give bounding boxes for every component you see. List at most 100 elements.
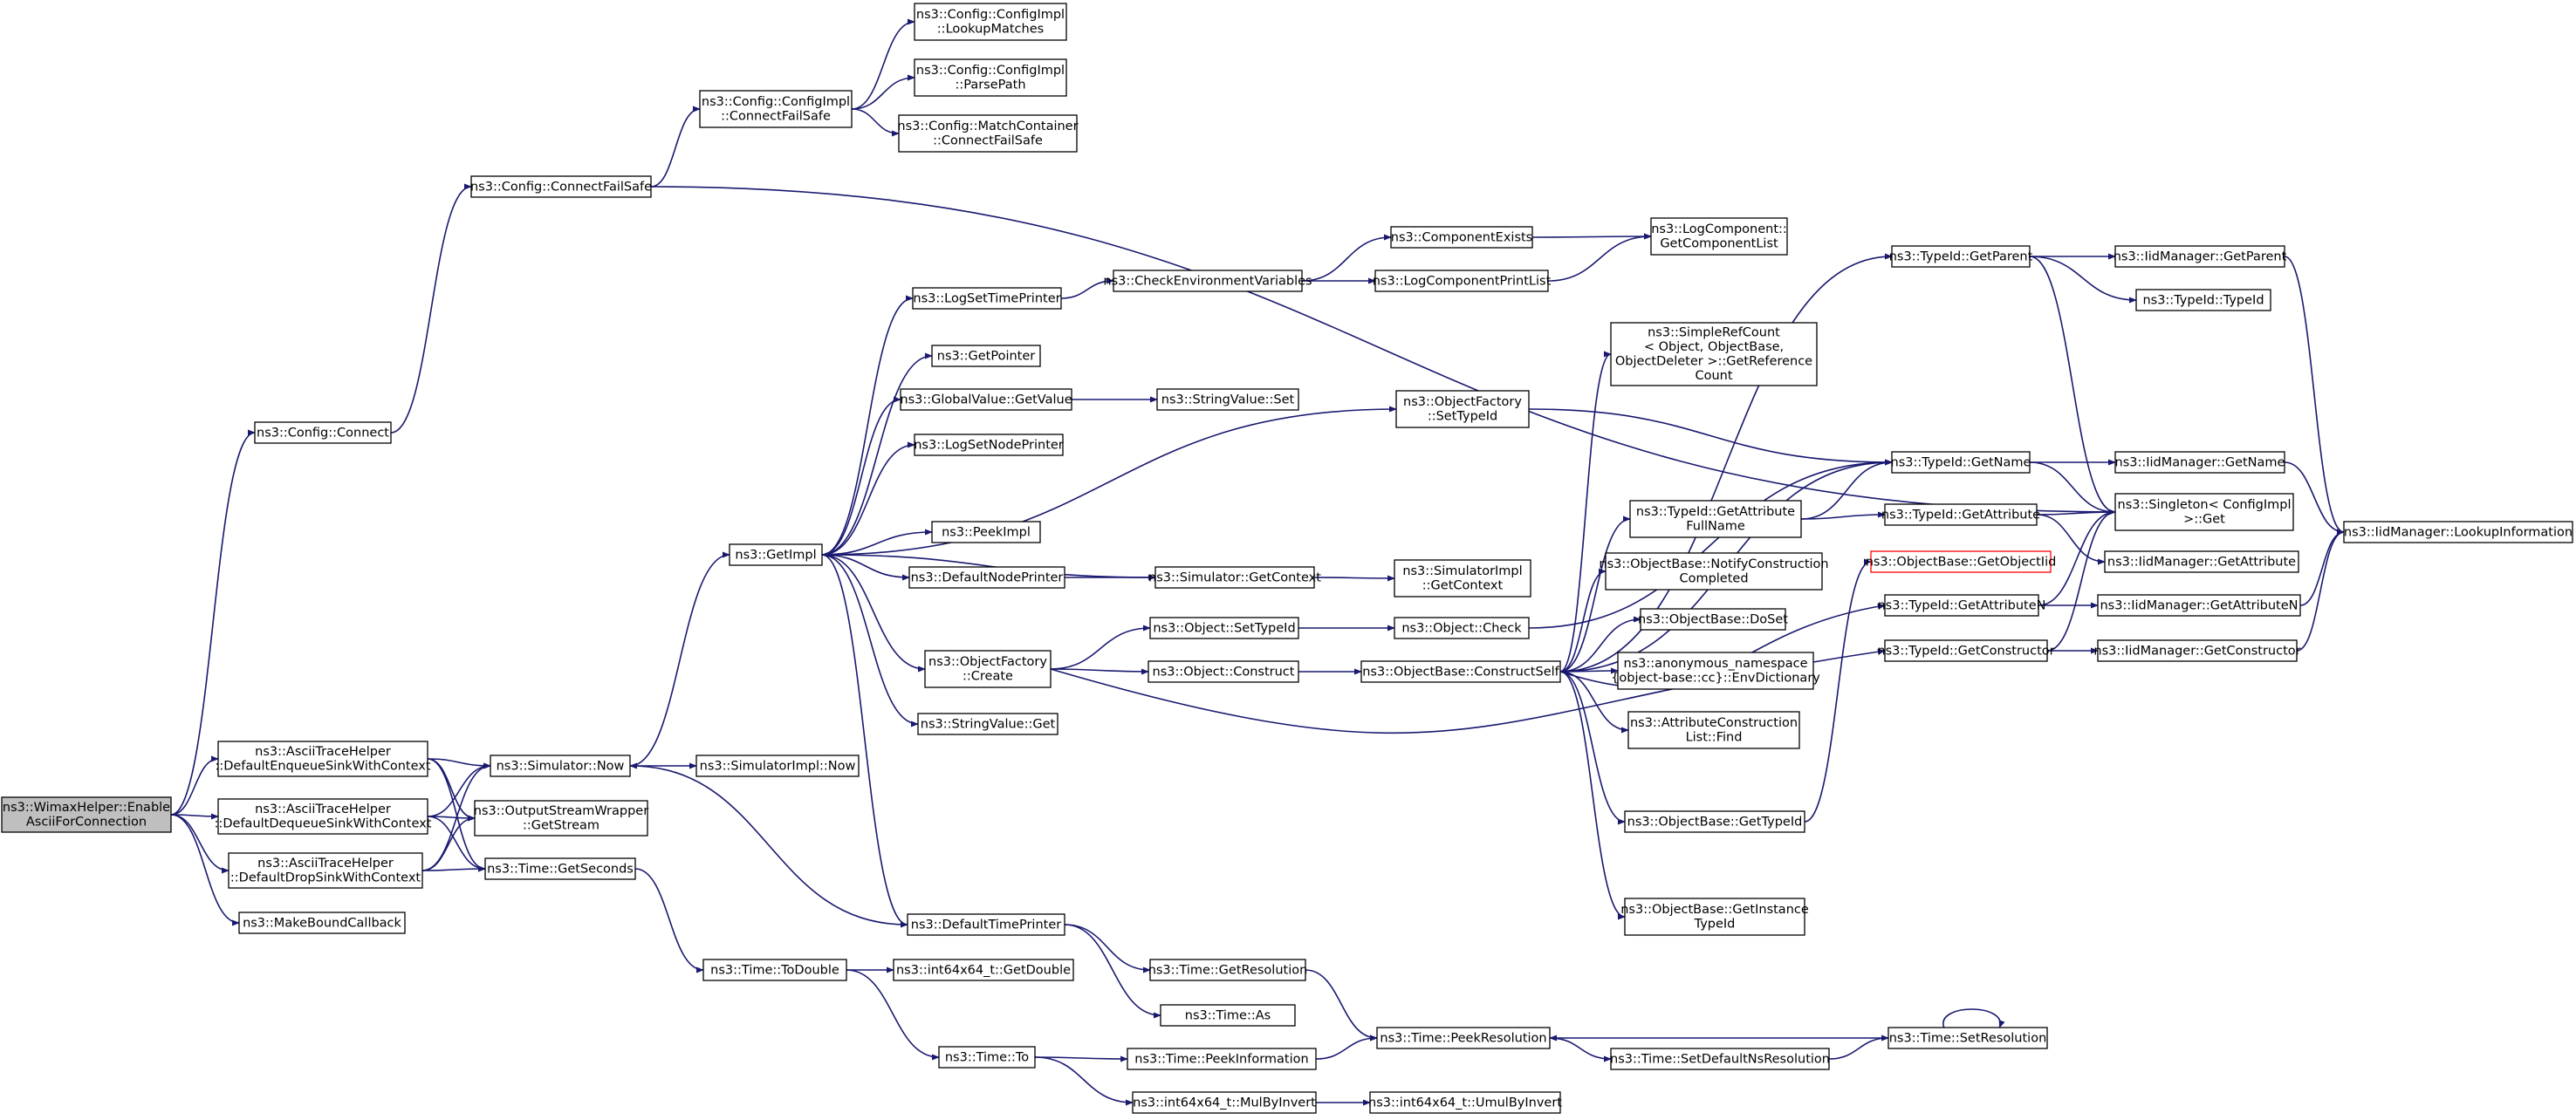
node-singleton_get[interactable]: ns3::Singleton< ConfigImpl>::Get (2114, 493, 2294, 531)
node-box-matchcontainer_cfs[interactable] (898, 114, 1078, 153)
node-typeid_typeid[interactable]: ns3::TypeId::TypeId (2135, 289, 2271, 311)
node-box-int64_mulbyinvert[interactable] (1132, 1091, 1317, 1114)
node-box-time_getresolution[interactable] (1149, 959, 1306, 981)
node-box-cfgimpl_lookup[interactable] (914, 3, 1067, 41)
node-box-simplerefcount[interactable] (1610, 322, 1818, 386)
node-box-objectbase_constructself[interactable] (1360, 660, 1561, 683)
node-default_time_printer[interactable]: ns3::DefaultTimePrinter (907, 913, 1065, 936)
node-objfactory_settypeid[interactable]: ns3::ObjectFactory::SetTypeId (1395, 390, 1530, 428)
node-box-objectbase_getobjectiid[interactable] (1870, 550, 2052, 573)
node-get_pointer[interactable]: ns3::GetPointer (931, 345, 1041, 367)
node-box-osw_getstream[interactable] (474, 800, 648, 837)
node-typeid_getname[interactable]: ns3::TypeId::GetName (1891, 451, 2031, 474)
node-box-typeid_typeid[interactable] (2135, 289, 2271, 311)
node-box-simimpl_now[interactable] (695, 755, 860, 777)
node-box-time_as[interactable] (1160, 1004, 1296, 1027)
node-box-simimpl_getcontext[interactable] (1394, 559, 1531, 598)
node-make_bound_cb[interactable]: ns3::MakeBoundCallback (238, 912, 406, 934)
node-box-log_component_print_list[interactable] (1374, 270, 1549, 292)
node-iid_getconstructor[interactable]: ns3::IidManager::GetConstructor (2093, 639, 2301, 662)
node-objectbase_doset[interactable]: ns3::ObjectBase::DoSet (1638, 608, 1788, 631)
node-box-get_pointer[interactable] (931, 345, 1041, 367)
node-wimax_enable[interactable]: ns3::WimaxHelper::EnableAsciiForConnecti… (1, 796, 172, 833)
node-object_check[interactable]: ns3::Object::Check (1394, 617, 1530, 639)
node-peek_impl[interactable]: ns3::PeekImpl (931, 521, 1041, 543)
node-box-time_peekinformation[interactable] (1127, 1048, 1317, 1070)
node-box-time_todouble[interactable] (702, 959, 847, 981)
node-box-sim_now[interactable] (490, 755, 631, 777)
node-matchcontainer_cfs[interactable]: ns3::Config::MatchContainer::ConnectFail… (897, 114, 1079, 153)
node-iid_getparent[interactable]: ns3::IidManager::GetParent (2114, 245, 2287, 268)
node-objectbase_gettypeid[interactable]: ns3::ObjectBase::GetTypeId (1624, 810, 1805, 833)
node-time_getresolution[interactable]: ns3::Time::GetResolution (1148, 959, 1308, 981)
node-box-default_node_printer[interactable] (908, 566, 1065, 589)
node-iid_getattribute[interactable]: ns3::IidManager::GetAttribute (2104, 550, 2299, 573)
node-box-wimax_enable[interactable] (1, 796, 172, 833)
node-ascii_enqueue[interactable]: ns3::AsciiTraceHelper::DefaultEnqueueSin… (215, 741, 431, 777)
node-iid_lookupinformation[interactable]: ns3::IidManager::LookupInformation (2343, 521, 2573, 543)
node-box-time_to[interactable] (938, 1046, 1036, 1069)
node-sim_getcontext[interactable]: ns3::Simulator::GetContext (1148, 566, 1321, 589)
node-box-iid_getattribute[interactable] (2104, 550, 2299, 573)
node-iid_getname[interactable]: ns3::IidManager::GetName (2114, 451, 2285, 474)
node-box-iid_lookupinformation[interactable] (2343, 521, 2573, 543)
node-osw_getstream[interactable]: ns3::OutputStreamWrapper::GetStream (474, 800, 648, 837)
node-box-time_setdefaultnsres[interactable] (1610, 1048, 1830, 1070)
node-cfgimpl_lookup[interactable]: ns3::Config::ConfigImpl::LookupMatches (914, 3, 1067, 41)
node-simimpl_getcontext[interactable]: ns3::SimulatorImpl::GetContext (1394, 559, 1531, 598)
node-box-typeid_getname[interactable] (1891, 451, 2031, 474)
node-box-iid_getattributen[interactable] (2097, 594, 2301, 617)
node-box-attrconstruction_find[interactable] (1627, 711, 1800, 749)
node-log_set_time_printer[interactable]: ns3::LogSetTimePrinter (912, 287, 1062, 310)
node-box-singleton_get[interactable] (2114, 493, 2294, 531)
node-box-check_env[interactable] (1113, 270, 1303, 292)
node-box-sim_getcontext[interactable] (1154, 566, 1315, 589)
node-stringvalue_set[interactable]: ns3::StringValue::Set (1156, 388, 1299, 411)
node-int64_umulbyinvert[interactable]: ns3::int64x64_t::UmulByInvert (1368, 1091, 1562, 1114)
node-box-object_check[interactable] (1394, 617, 1530, 639)
node-box-cfgimpl_parse[interactable] (914, 58, 1067, 97)
node-config_cfs[interactable]: ns3::Config::ConnectFailSafe (470, 175, 652, 198)
node-box-config_connect[interactable] (254, 421, 392, 444)
node-default_node_printer[interactable]: ns3::DefaultNodePrinter (908, 566, 1065, 589)
node-sim_now[interactable]: ns3::Simulator::Now (490, 755, 631, 777)
node-box-objfactory_settypeid[interactable] (1395, 390, 1530, 428)
node-iid_getattributen[interactable]: ns3::IidManager::GetAttributeN (2097, 594, 2301, 617)
node-int64_mulbyinvert[interactable]: ns3::int64x64_t::MulByInvert (1132, 1091, 1317, 1114)
node-cfgimpl_parse[interactable]: ns3::Config::ConfigImpl::ParsePath (914, 58, 1067, 97)
node-time_setdefaultnsres[interactable]: ns3::Time::SetDefaultNsResolution (1610, 1048, 1830, 1070)
node-box-typeid_getconstructor[interactable] (1884, 639, 2048, 662)
node-get_impl[interactable]: ns3::GetImpl (729, 543, 823, 566)
node-time_to[interactable]: ns3::Time::To (938, 1046, 1036, 1069)
node-box-object_construct[interactable] (1148, 660, 1299, 683)
node-time_peekresolution[interactable]: ns3::Time::PeekResolution (1376, 1027, 1551, 1049)
node-objectbase_getobjectiid[interactable]: ns3::ObjectBase::GetObjectIid (1866, 550, 2057, 573)
node-gv_getvalue[interactable]: ns3::GlobalValue::GetValue (900, 388, 1072, 411)
node-box-iid_getname[interactable] (2114, 451, 2285, 474)
node-typeid_getconstructor[interactable]: ns3::TypeId::GetConstructor (1877, 639, 2055, 662)
node-box-config_cfs[interactable] (470, 175, 652, 198)
node-box-typeid_getattribute[interactable] (1884, 503, 2038, 526)
node-box-int64_umulbyinvert[interactable] (1369, 1091, 1561, 1114)
node-box-time_getseconds[interactable] (484, 857, 636, 880)
node-time_getseconds[interactable]: ns3::Time::GetSeconds (484, 857, 636, 880)
node-config_connect[interactable]: ns3::Config::Connect (254, 421, 392, 444)
node-box-iid_getparent[interactable] (2114, 245, 2285, 268)
node-box-ascii_drop[interactable] (228, 852, 423, 889)
node-box-iid_getconstructor[interactable] (2097, 639, 2298, 662)
node-box-component_exists[interactable] (1390, 226, 1533, 249)
node-box-objectbase_doset[interactable] (1640, 608, 1786, 631)
node-box-typeid_getattributen[interactable] (1884, 594, 2039, 617)
node-log_component_print_list[interactable]: ns3::LogComponentPrintList (1373, 270, 1552, 292)
node-objfactory_create[interactable]: ns3::ObjectFactory::Create (924, 650, 1052, 688)
node-time_as[interactable]: ns3::Time::As (1160, 1004, 1296, 1027)
node-ascii_dequeue[interactable]: ns3::AsciiTraceHelper::DefaultDequeueSin… (215, 798, 432, 835)
node-box-time_peekresolution[interactable] (1376, 1027, 1551, 1049)
node-box-object_settypeid[interactable] (1149, 617, 1299, 639)
node-anon_envdict[interactable]: ns3::anonymous_namespace{object-base::cc… (1611, 652, 1820, 690)
node-time_peekinformation[interactable]: ns3::Time::PeekInformation (1127, 1048, 1317, 1070)
node-typeid_getattribute[interactable]: ns3::TypeId::GetAttribute (1881, 503, 2040, 526)
node-simimpl_now[interactable]: ns3::SimulatorImpl::Now (695, 755, 860, 777)
node-box-cfgimpl_cfs[interactable] (699, 90, 853, 128)
